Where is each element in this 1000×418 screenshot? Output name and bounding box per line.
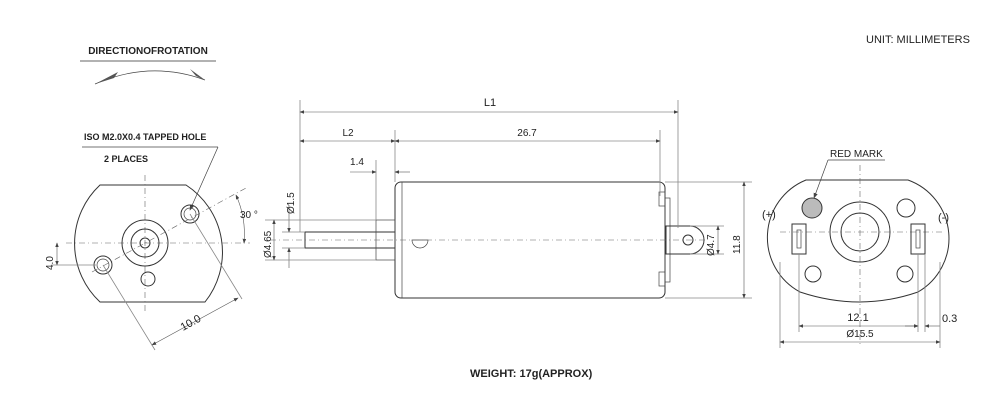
rear-bearing	[829, 201, 891, 263]
center-boss	[121, 219, 169, 267]
terminal-minus	[910, 223, 926, 255]
dim-10-0: 10.0	[179, 313, 204, 334]
dim-d15-5: Ø15.5	[846, 329, 874, 340]
places-note: 2 PLACES	[104, 154, 148, 164]
dim-1-4: 1.4	[350, 157, 364, 168]
dim-l2: L2	[342, 128, 354, 139]
red-mark-dot	[801, 197, 823, 219]
dim-d4-7: Ø4.7	[706, 234, 717, 256]
dim-12-1: 12.1	[847, 312, 868, 324]
minus-label: (-)	[938, 212, 949, 224]
rear-cap	[766, 179, 950, 303]
rotation-arrow-icon	[95, 72, 118, 84]
weight-label: WEIGHT: 17g(APPROX)	[470, 368, 593, 380]
terminal-plus	[791, 223, 807, 255]
dim-d1-5: Ø1.5	[286, 192, 297, 214]
vent-hole	[140, 271, 156, 287]
shaft-hole	[139, 237, 151, 249]
angle-label: 30 °	[240, 210, 258, 221]
dim-l1: L1	[484, 97, 496, 109]
direction-of-rotation: DIRECTIONOFROTATION	[80, 46, 216, 85]
front-view-left: ISO M2.0X0.4 TAPPED HOLE 2 PLACES 30 ° 4…	[45, 132, 258, 351]
tapped-hole-1	[180, 204, 200, 224]
dim-4-0: 4.0	[45, 256, 56, 270]
side-view: L1 L2 26.7 1.4 Ø1.5 Ø4.65 Ø4.7 11.8	[263, 97, 752, 299]
plus-label: (+)	[762, 209, 776, 221]
dim-0-3: 0.3	[942, 313, 957, 325]
mounting-plate	[74, 184, 223, 303]
rear-view: RED MARK (+) (-) 12.1 0.3 Ø15.5	[762, 149, 957, 348]
red-mark-label: RED MARK	[830, 149, 883, 160]
hole-note: ISO M2.0X0.4 TAPPED HOLE	[84, 132, 206, 142]
terminal-tab	[665, 225, 705, 255]
dim-d4-65: Ø4.65	[263, 230, 274, 258]
unit-label: UNIT: MILLIMETERS	[866, 34, 970, 46]
direction-title: DIRECTIONOFROTATION	[88, 46, 208, 57]
dim-26-7: 26.7	[517, 128, 537, 139]
dim-11-8: 11.8	[732, 235, 743, 254]
